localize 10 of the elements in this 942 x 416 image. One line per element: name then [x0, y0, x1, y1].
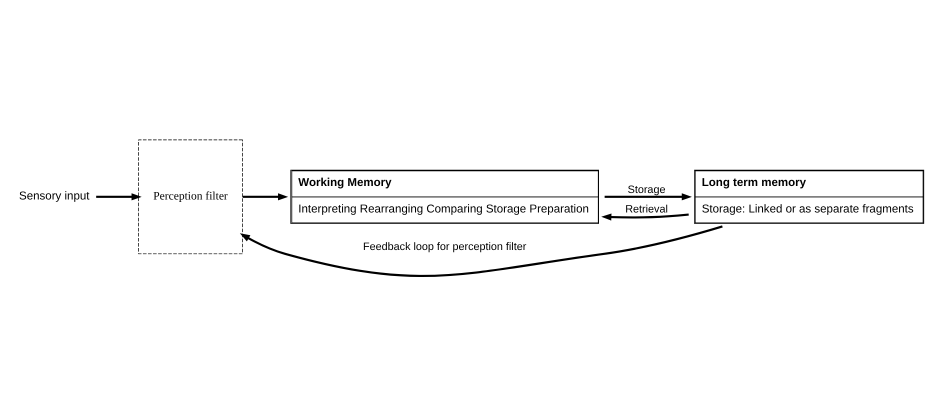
arrow: [240, 225, 723, 277]
node-text: Sensory input: [19, 190, 90, 203]
edge-label: Retrieval: [625, 204, 668, 216]
arrow: [601, 213, 689, 221]
edge-label: Feedback loop for perception filter: [363, 241, 526, 254]
arrow: [96, 193, 142, 200]
node-box: Perception filter: [138, 140, 243, 254]
arrow: [242, 193, 288, 200]
edge-label: Storage: [628, 184, 666, 196]
arrow: [604, 193, 692, 200]
